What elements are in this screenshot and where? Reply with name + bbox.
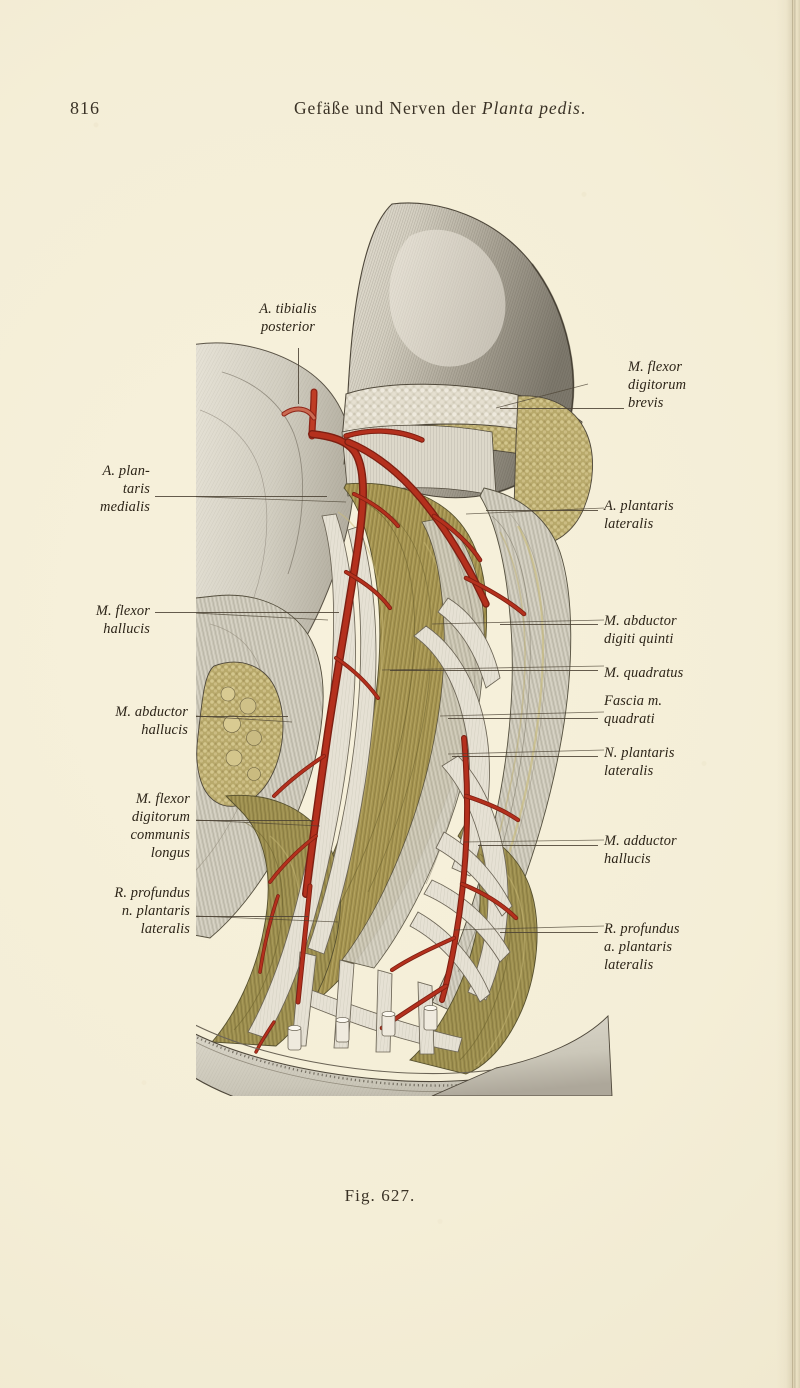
leader-line-m-quadratus [390,670,598,671]
label-a-plantaris-lateralis: A. plantaris lateralis [604,498,674,533]
label-m-abductor-hallucis: M. abductor hallucis [115,704,188,739]
label-m-flexor-hallucis: M. flexor hallucis [95,603,150,638]
tendon-stumps [287,1005,438,1051]
label-a-tibialis-posterior: A. tibialis posterior [259,301,317,336]
label-m-quadratus: M. quadratus [604,665,684,681]
leader-line-m-flexor-digitorum-communis-longus [196,820,314,821]
label-m-adductor-hallucis: M. adductor hallucis [604,833,677,868]
label-m-flexor-digitorum-communis-longus: M. flexor digitorum communis longus [130,791,190,862]
label-r-profundus-n-plantaris-lateralis: R. profundus n. plantaris lateralis [114,885,190,938]
leader-line-m-flexor-digitorum-brevis [500,408,624,409]
running-head-text-1: Gefäße und Nerven der [294,98,482,118]
leader-line-r-profundus-n-plantaris-lateralis [196,916,308,917]
leader-line-m-flexor-hallucis [155,612,339,613]
label-r-profundus-a-plantaris-lateralis: R. profundus a. plantaris lateralis [604,921,680,974]
leader-line-n-plantaris-lateralis [452,756,598,757]
leader-line-a-plantaris-lateralis [486,510,598,511]
book-gutter-shadow [776,0,800,1388]
label-m-flexor-digitorum-brevis: M. flexor digitorum brevis [628,359,687,412]
flexor-brevis-origin [341,424,497,497]
anatomical-figure-plate [196,196,616,1096]
running-head-text-2: . [580,98,586,118]
cut-sole-section [196,1014,613,1096]
leader-line-a-plantaris-medialis [155,496,327,497]
leader-line-r-profundus-a-plantaris-lateralis [500,932,598,933]
leader-line-a-tibialis-posterior [298,348,299,404]
running-head-title: Gefäße und Nerven der Planta pedis. [190,98,716,119]
running-head-text-italic: Planta pedis [481,98,581,118]
label-m-abductor-digiti-quinti: M. abductor digiti quinti [604,613,677,648]
running-head: 816 Gefäße und Nerven der Planta pedis. [70,98,716,119]
label-a-plantaris-medialis: A. plan- taris medialis [100,463,150,516]
figure-caption: Fig. 627. [344,1186,416,1205]
plate-artwork [196,202,613,1096]
leader-line-fascia-m-quadrati [448,718,598,719]
page-number: 816 [70,98,100,118]
plate-leader-continuations [196,383,605,931]
tendons-and-nerves [247,513,513,1055]
label-fascia-m-quadrati: Fascia m. quadrati [604,693,663,728]
label-n-plantaris-lateralis: N. plantaris lateralis [604,745,675,780]
leader-line-m-abductor-hallucis [196,716,288,717]
leader-line-m-adductor-hallucis [478,845,598,846]
m-abductor-digiti-quinti [431,487,572,1015]
page-edge-line [792,0,793,1388]
leader-line-m-abductor-digiti-quinti [500,624,598,625]
